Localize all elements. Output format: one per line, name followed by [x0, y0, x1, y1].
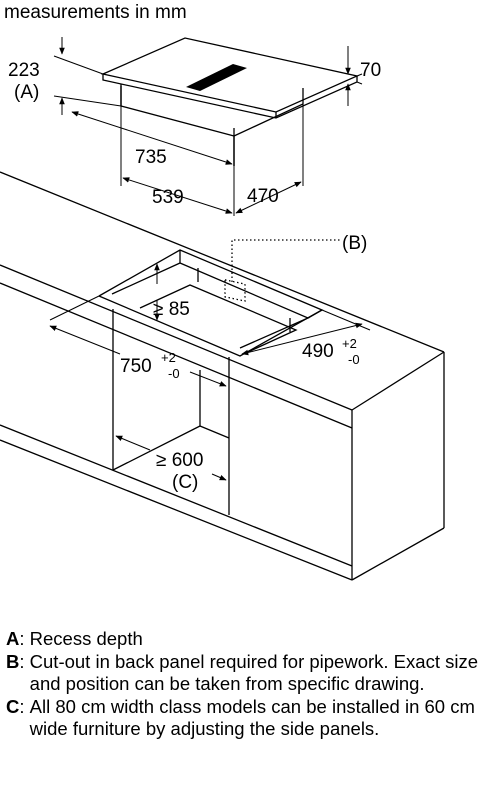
legend-text: Cut-out in back panel required for pipew…	[29, 650, 478, 695]
dim-70-label: 70	[360, 60, 381, 81]
dim-735-label: 735	[135, 147, 167, 168]
dim-470-label: 470	[247, 186, 279, 207]
cutout-dimensions	[49, 263, 371, 481]
legend-key: A	[6, 628, 20, 649]
callout-c-label: (C)	[172, 472, 198, 493]
dim-539-label: 539	[152, 187, 184, 208]
legend-item-c: C: All 80 cm width class models can be i…	[6, 696, 480, 741]
callout-a-label: (A)	[14, 82, 39, 103]
dim-490-label: 490	[302, 341, 334, 362]
dim-85-label: ≥ 85	[153, 299, 190, 320]
legend-item-b: B: Cut-out in back panel required for pi…	[6, 651, 480, 696]
legend-sep: :	[19, 650, 30, 672]
legend-text: Recess depth	[29, 628, 143, 649]
dim-750-plus-tol: +2	[161, 350, 176, 365]
legend-sep: :	[19, 695, 30, 717]
extractor-vent	[186, 64, 247, 91]
dim-600-label: ≥ 600	[156, 450, 203, 471]
legend-item-a: A: Recess depth	[6, 628, 480, 651]
dim-750-minus-tol: -0	[168, 366, 180, 381]
dim-223-label: 223	[8, 60, 40, 81]
legend-key: C	[6, 695, 20, 717]
diagram-title: measurements in mm	[4, 2, 187, 23]
legend-key: B	[6, 650, 20, 672]
dim-490-plus-tol: +2	[342, 336, 357, 351]
dim-750-label: 750	[120, 356, 152, 377]
legend-sep: :	[19, 628, 30, 649]
legend: A: Recess depth B: Cut-out in back panel…	[6, 628, 480, 741]
legend-text: All 80 cm width class models can be inst…	[29, 695, 475, 740]
hob-dimensions	[53, 37, 363, 216]
dim-490-minus-tol: -0	[348, 352, 360, 367]
callout-b-label: (B)	[342, 233, 367, 254]
cabinet-worktop	[0, 171, 445, 581]
installation-diagram: measurements in mm 223 (A) 70 735 539 47…	[0, 2, 445, 581]
